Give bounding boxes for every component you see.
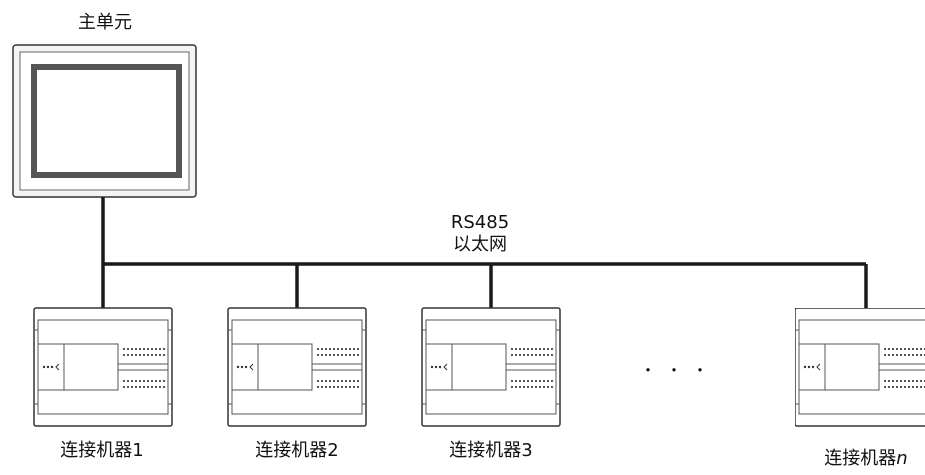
device-suffix: 3 — [521, 440, 533, 461]
device-name: 连接机器 — [824, 448, 897, 469]
connected-device-n — [795, 308, 925, 427]
main-unit-label: 主单元 — [78, 12, 132, 33]
device-label-3: 连接机器3 — [449, 440, 532, 462]
main-unit-screen — [31, 64, 182, 178]
device-label-2: 连接机器2 — [255, 440, 338, 462]
network-type-rs485: RS485 — [450, 212, 510, 233]
device-label-n: 连接机器n — [824, 448, 907, 470]
ellipsis: ・・・ — [639, 361, 719, 380]
device-suffix: 2 — [327, 440, 339, 461]
device-label-1: 连接机器1 — [60, 440, 143, 462]
device-suffix: n — [896, 448, 908, 469]
device-suffix: 1 — [132, 440, 144, 461]
device-name: 连接机器 — [255, 440, 328, 461]
main-unit-panel — [12, 44, 197, 198]
device-name: 连接机器 — [60, 440, 133, 461]
connected-device-2 — [227, 307, 367, 427]
network-type-ethernet: 以太网 — [453, 234, 507, 255]
connected-device-1 — [33, 307, 173, 427]
device-name: 连接机器 — [449, 440, 522, 461]
network-lines — [101, 197, 868, 308]
connected-device-3 — [421, 307, 561, 427]
